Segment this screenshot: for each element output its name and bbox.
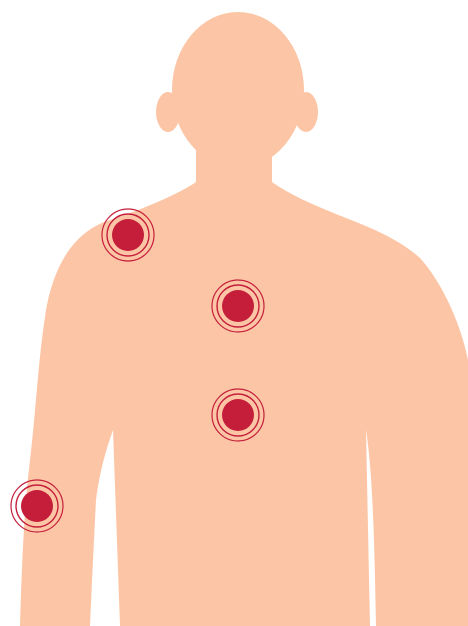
left-ear [156, 92, 180, 132]
torso-silhouette [20, 142, 468, 626]
pain-dot [112, 219, 144, 251]
pain-dot [21, 490, 53, 522]
pain-dot [222, 399, 254, 431]
head-silhouette [172, 12, 304, 168]
right-ear [294, 92, 318, 132]
pain-dot [222, 290, 254, 322]
